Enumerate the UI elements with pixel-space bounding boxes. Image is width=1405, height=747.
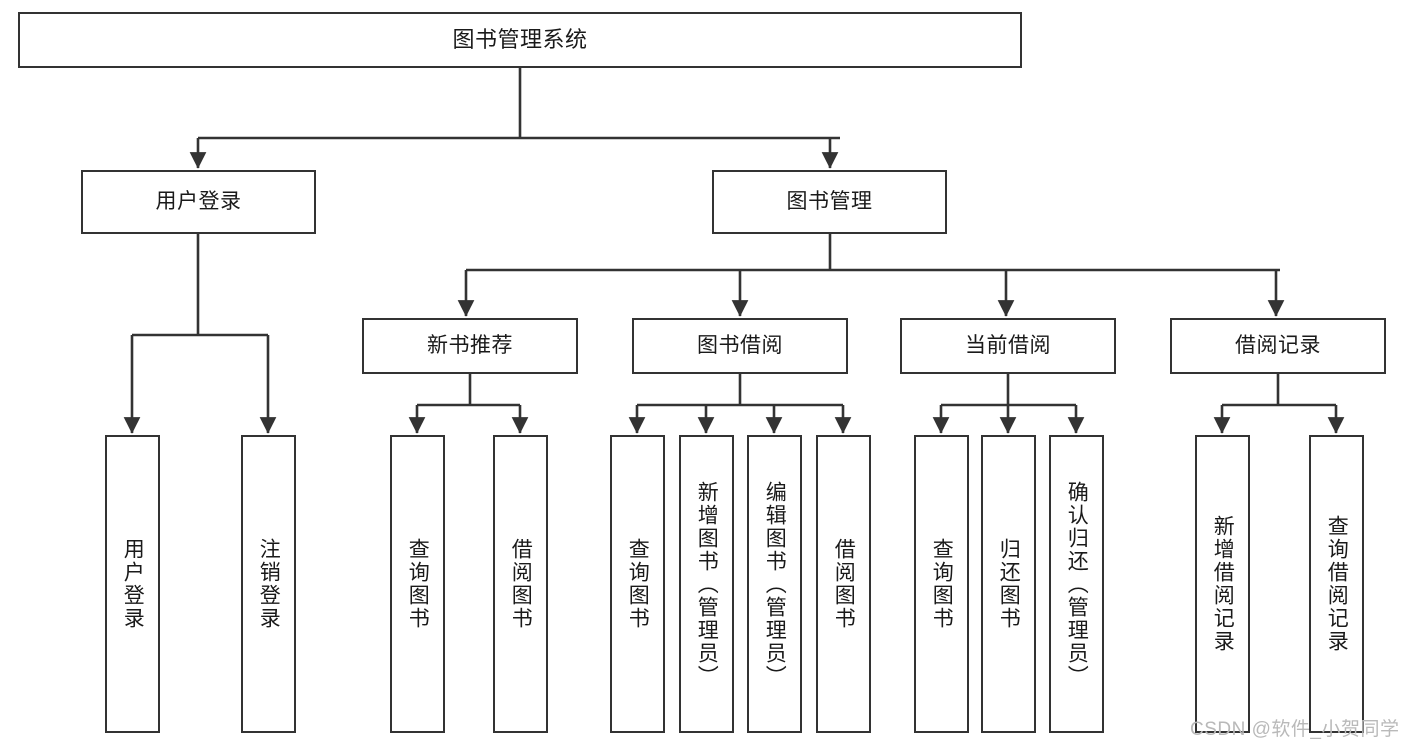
node-label: 新增图书（管理员） — [695, 480, 719, 688]
node-label: 用户登录 — [155, 189, 242, 213]
node-label: 查询图书 — [406, 538, 430, 630]
node-book-borrow[interactable]: 图书借阅 — [632, 318, 848, 374]
node-user-login[interactable]: 用户登录 — [81, 170, 316, 234]
node-borrow-records[interactable]: 借阅记录 — [1170, 318, 1386, 374]
node-label: 借阅图书 — [509, 538, 533, 630]
node-label: 当前借阅 — [965, 333, 1051, 357]
node-label: 图书借阅 — [697, 333, 783, 357]
node-label: 借阅图书 — [832, 538, 856, 630]
leaf-borrow-query-book[interactable]: 查询图书 — [610, 435, 665, 733]
leaf-new-book-borrow[interactable]: 借阅图书 — [493, 435, 548, 733]
leaf-records-add-record[interactable]: 新增借阅记录 — [1195, 435, 1250, 733]
node-label: 借阅记录 — [1235, 333, 1321, 357]
leaf-records-query-record[interactable]: 查询借阅记录 — [1309, 435, 1364, 733]
node-label: 图书管理系统 — [452, 27, 588, 53]
node-new-book-recommend[interactable]: 新书推荐 — [362, 318, 578, 374]
node-label: 图书管理 — [786, 189, 873, 213]
node-label: 查询图书 — [626, 538, 650, 630]
leaf-new-book-query[interactable]: 查询图书 — [390, 435, 445, 733]
csdn-watermark: CSDN @软件_小贺同学 — [1190, 719, 1400, 740]
leaf-user-login-signin[interactable]: 用户登录 — [105, 435, 160, 733]
node-label: 新增借阅记录 — [1211, 515, 1235, 653]
leaf-current-return-book[interactable]: 归还图书 — [981, 435, 1036, 733]
node-label: 查询图书 — [930, 538, 954, 630]
node-label: 新书推荐 — [427, 333, 513, 357]
node-label: 归还图书 — [997, 538, 1021, 630]
leaf-borrow-edit-book-admin[interactable]: 编辑图书（管理员） — [747, 435, 802, 733]
node-label: 查询借阅记录 — [1325, 515, 1349, 653]
node-root-system[interactable]: 图书管理系统 — [18, 12, 1022, 68]
leaf-current-query-book[interactable]: 查询图书 — [914, 435, 969, 733]
leaf-current-confirm-return-admin[interactable]: 确认归还（管理员） — [1049, 435, 1104, 733]
node-label: 注销登录 — [257, 538, 281, 630]
node-label: 用户登录 — [121, 538, 145, 630]
leaf-borrow-borrow-book[interactable]: 借阅图书 — [816, 435, 871, 733]
leaf-borrow-add-book-admin[interactable]: 新增图书（管理员） — [679, 435, 734, 733]
node-book-management[interactable]: 图书管理 — [712, 170, 947, 234]
leaf-user-login-signout[interactable]: 注销登录 — [241, 435, 296, 733]
node-current-borrow[interactable]: 当前借阅 — [900, 318, 1116, 374]
node-label: 确认归还（管理员） — [1065, 480, 1089, 688]
node-label: 编辑图书（管理员） — [763, 480, 787, 688]
